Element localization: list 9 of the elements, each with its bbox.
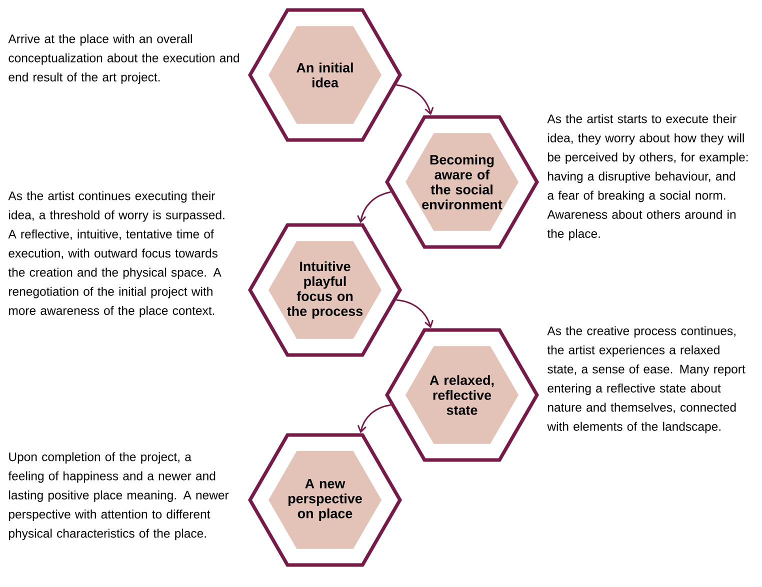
arrow bbox=[396, 299, 434, 328]
description-text: As the artist starts to execute their idea, they worry about how they will be perceived by others, for example: having a disruptive behaviour, and a fear of breaking a social norm. Awareness about others around in the place. bbox=[547, 114, 748, 240]
description-text: As the creative process continues, the artist experiences a relaxed state, a sense of ease. Many report entering a reflective state about nature and themselves, connected with elements of the landscape. bbox=[547, 326, 746, 434]
arrow bbox=[357, 191, 391, 224]
description-text: As the artist continues executing their idea, a threshold of worry is surpassed. A reflective, intuitive, tentative time of execution, with outward focus towards the creation and the physical space. A renegotiation of the initial project with more awareness of the place context. bbox=[8, 191, 224, 318]
description-text: Arrive at the place with an overall conceptualization about the execution and end result of the art project. bbox=[8, 34, 239, 84]
arrow bbox=[396, 84, 434, 116]
description-text: Upon completion of the project, a feeling of happiness and a newer and lasting positive place meaning. A newer perspective with attention to different physical characteristics of the place. bbox=[8, 452, 229, 540]
arrow bbox=[357, 404, 391, 434]
